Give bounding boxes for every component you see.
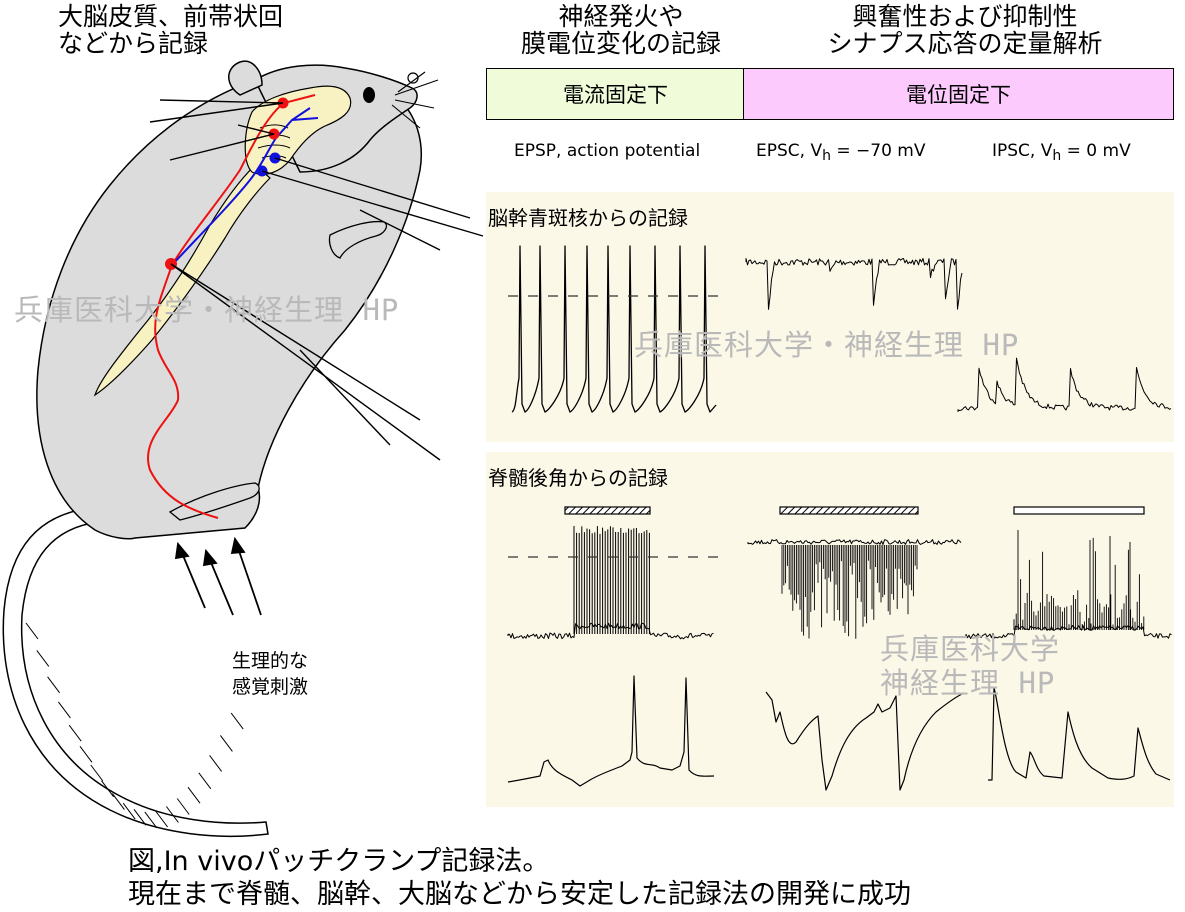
stimulus-bar-2 <box>779 506 919 515</box>
tail-ring <box>79 745 93 763</box>
tail-ring <box>112 793 125 810</box>
red-pathway <box>147 94 316 519</box>
subhead-epsc: EPSC, Vh = −70 mV <box>756 141 926 164</box>
tail-ring <box>25 622 39 640</box>
tail-ring <box>122 802 136 820</box>
subhead-ipsc: IPSC, Vh = 0 mV <box>992 141 1131 164</box>
heading-cortex: 大脳皮質、前帯状回 などから記録 <box>58 2 284 58</box>
tail-ring <box>219 735 233 752</box>
trace-expanded-ipsc <box>988 687 1171 781</box>
rat-tail <box>2 507 269 838</box>
trace-spinal-ipsc-events <box>1013 530 1145 630</box>
trace-brainstem-epsc <box>745 258 963 310</box>
blue-pathway <box>171 107 319 266</box>
tail-ring <box>165 806 179 823</box>
tail-ring <box>47 676 60 694</box>
watermark-lower: 兵庫医科大学 神経生理 HP <box>880 632 1061 700</box>
trace-expanded-epsc <box>765 691 963 791</box>
tail-ring <box>90 764 104 782</box>
stimulus-label: 生理的な 感覚刺激 <box>232 650 309 698</box>
tail-ring <box>209 755 223 772</box>
trace-brainstem-spikes <box>511 245 717 413</box>
tail-ring <box>230 712 244 730</box>
subhead-epsp: EPSP, action potential <box>514 141 701 161</box>
tail-ring <box>187 786 201 804</box>
rat-whiskers <box>391 71 439 129</box>
trace-spinal-epsc-events <box>781 545 918 639</box>
watermark-left: 兵庫医科大学・神経生理 HP <box>14 293 400 327</box>
rat-front-paw <box>328 220 388 259</box>
tail-ring <box>68 724 82 742</box>
watermark-center: 兵庫医科大学・神経生理 HP <box>634 328 1020 362</box>
figure-caption: 図,In vivoパッチクランプ記録法。 現在まで脊髄、脳幹、大脳などから安定し… <box>128 846 911 910</box>
trace-spinal-cc-spikes <box>573 526 650 634</box>
rat-ear <box>228 60 263 96</box>
electrodes <box>149 99 484 461</box>
rat-eye <box>363 87 375 103</box>
rat-illustration <box>2 60 484 838</box>
rat-brain <box>244 85 352 175</box>
rat-nose <box>407 72 419 84</box>
rat-hind-foot <box>168 482 260 521</box>
tail-ring <box>36 650 50 667</box>
tail-ring <box>101 780 114 798</box>
tail-ring <box>198 772 212 790</box>
trace-expanded-epsp <box>507 675 715 787</box>
section-spinal: 脊髄後角からの記録 <box>488 466 668 490</box>
section-brainstem: 脳幹青斑核からの記録 <box>488 206 688 230</box>
stimulus-bar-3 <box>1013 506 1145 515</box>
current-clamp-bar: 電流固定下 <box>486 68 745 120</box>
heading-firing: 神経発火や 膜電位変化の記録 <box>520 2 721 58</box>
tail-ring <box>58 701 71 719</box>
rat-body <box>36 71 422 540</box>
tail-ring <box>133 808 147 826</box>
trace-spinal-epsc-baseline <box>747 539 962 545</box>
heading-synapse: 興奮性および抑制性 シナプス応答の定量解析 <box>827 2 1103 58</box>
tail-ring <box>176 798 190 815</box>
stimulus-bar-1 <box>564 506 651 515</box>
stimulus-arrows <box>174 536 262 616</box>
tail-ring <box>155 810 169 828</box>
voltage-clamp-bar: 電位固定下 <box>743 68 1174 120</box>
trace-brainstem-ipsc <box>957 357 1172 412</box>
tail-ring <box>144 811 158 829</box>
